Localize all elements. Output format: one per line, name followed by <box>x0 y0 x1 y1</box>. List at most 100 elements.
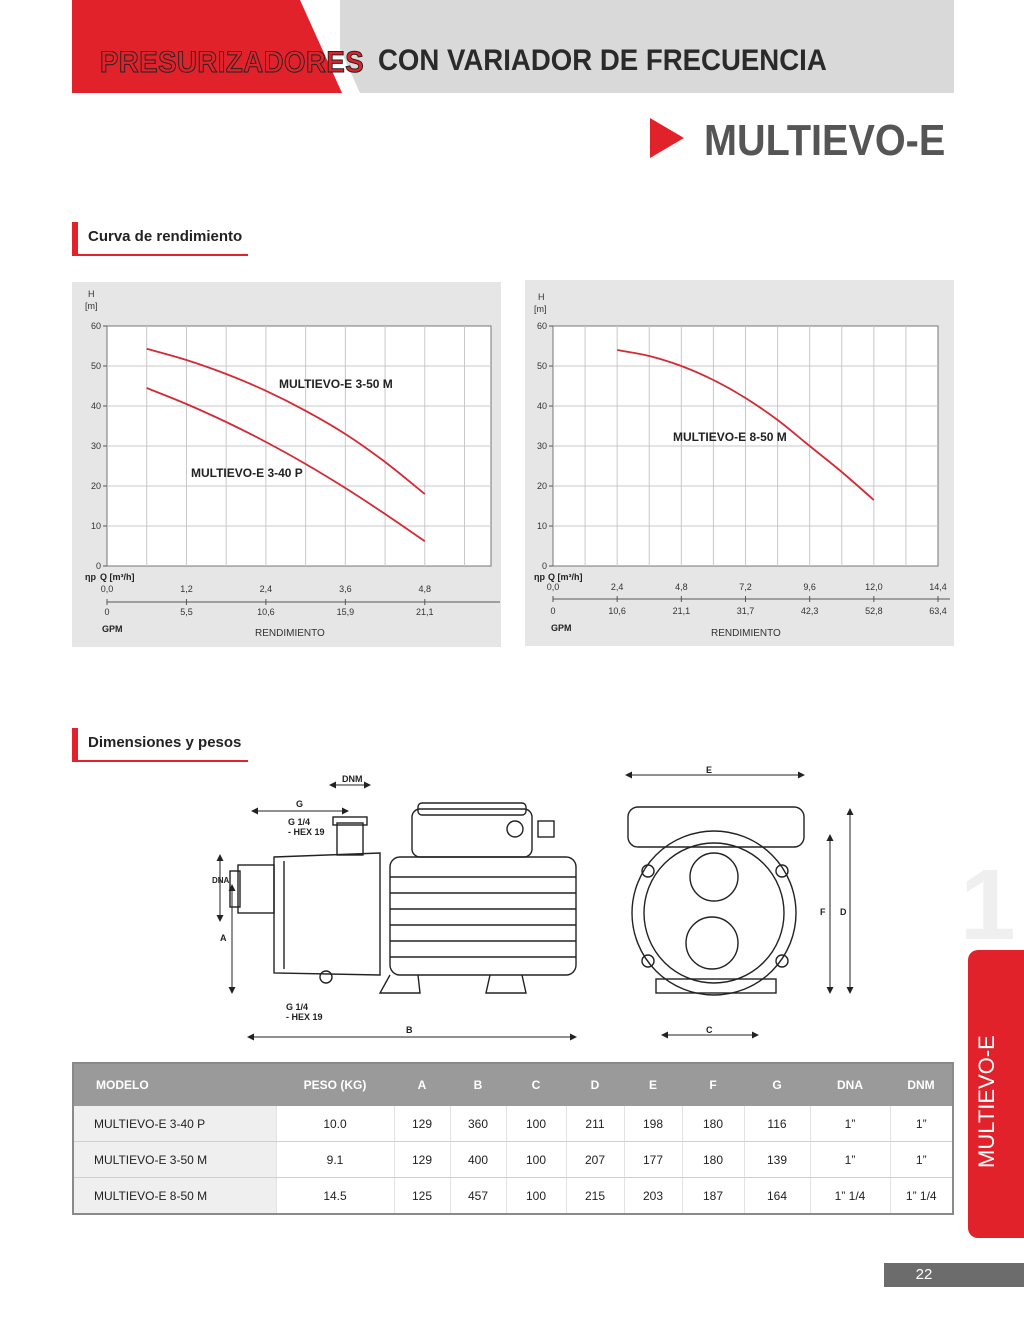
table-cell: 207 <box>565 1141 624 1178</box>
pump-side-view <box>229 802 577 994</box>
table-cell: 1” <box>889 1141 953 1178</box>
dim-g-label: G <box>296 799 303 809</box>
dim-f-label: F <box>820 907 826 917</box>
header-category-block <box>72 0 344 93</box>
table-cell: 129 <box>393 1141 450 1178</box>
chart-1-xtick-label: 3,6 <box>339 584 352 594</box>
table-cell: 116 <box>743 1106 810 1142</box>
chart-2-xtick-label: 9,6 <box>803 582 816 592</box>
chart-1-ytick-label: 50 <box>91 361 101 371</box>
table-cell: 1” 1/4 <box>809 1177 890 1215</box>
dim-c-label: C <box>706 1025 713 1035</box>
dim-e-label: E <box>706 765 712 775</box>
header-subtitle: CON VARIADOR DE FRECUENCIA <box>378 44 827 77</box>
chart-2-ytick-label: 20 <box>537 481 547 491</box>
dim-b-label: B <box>406 1025 413 1035</box>
chart-2-xtick-label: 14,4 <box>929 582 947 592</box>
chart-1-xlabel: Q [m³/h] <box>100 572 135 582</box>
chart-2-series-line-1 <box>617 349 875 501</box>
dimension-lines <box>216 771 854 1041</box>
dim-d-label: D <box>840 907 847 917</box>
dimensions-table: MODELO PESO (KG) A B C D E F G DNA DNM M… <box>72 1062 954 1215</box>
chart-2-ylabel-unit: [m] <box>534 304 547 314</box>
chart-2-ytick-label: 60 <box>537 321 547 331</box>
pump-front-view <box>627 806 805 996</box>
table-cell: 180 <box>681 1106 744 1142</box>
chart-2-xtick-label: 2,4 <box>611 582 624 592</box>
header-category: PRESURIZADORES <box>100 46 365 80</box>
table-cell: 100 <box>505 1177 566 1215</box>
chart-2-gpm-tick-label: 31,7 <box>737 606 755 616</box>
chart-1-gpm-tick-label: 5,5 <box>180 607 193 617</box>
page-number: 22 <box>915 1266 933 1283</box>
chart-2-gpm-label: GPM <box>551 623 572 633</box>
table-cell-model: MULTIEVO-E 8-50 M <box>73 1177 276 1215</box>
chart-1-ytick-label: 60 <box>91 321 101 331</box>
chart-2-ylabel-h: H <box>538 292 545 302</box>
table-cell: 211 <box>565 1106 624 1142</box>
table-cell: 100 <box>505 1141 566 1178</box>
table-cell: 164 <box>743 1177 810 1215</box>
table-cell: 400 <box>449 1141 506 1178</box>
chart-1-footer: RENDIMIENTO <box>255 628 325 639</box>
dim-g14-bot-1: G 1/4 <box>286 1002 308 1012</box>
chart-1-gpm-tick-label: 15,9 <box>337 607 355 617</box>
chart-1-x-prefix: ηp <box>85 572 96 582</box>
dim-a-label: A <box>220 933 227 943</box>
table-cell: 215 <box>565 1177 624 1215</box>
chart-2-footer: RENDIMIENTO <box>711 628 781 639</box>
dim-dna-label: DNA <box>212 876 230 885</box>
col-header: C <box>506 1063 566 1106</box>
play-arrow-icon <box>650 118 684 158</box>
dim-g14-top-2: - HEX 19 <box>288 827 325 837</box>
chart-1-ylabel-unit: [m] <box>85 301 98 311</box>
chart-2-ytick-label: 0 <box>542 561 547 571</box>
header-bar <box>340 0 954 93</box>
chart-2-gpm-tick-label: 10,6 <box>608 606 626 616</box>
col-header: B <box>450 1063 506 1106</box>
chart-2-gpm-tick-label: 63,4 <box>929 606 947 616</box>
col-header: F <box>682 1063 744 1106</box>
chart-1-xtick-label: 4,8 <box>419 584 432 594</box>
table-cell: 125 <box>393 1177 450 1215</box>
chart-2-gpm-tick-label: 0 <box>550 606 555 616</box>
chart-1-series-label-2: MULTIEVO-E 3-40 P <box>191 466 303 480</box>
table-cell: 1” <box>809 1106 890 1142</box>
section-curve-heading: Curva de rendimiento <box>72 222 248 256</box>
table-cell: 10.0 <box>275 1106 394 1142</box>
chart-1-gpm-label: GPM <box>102 624 123 634</box>
chart-1-xtick-label: 0,0 <box>101 584 114 594</box>
table-cell: 360 <box>449 1106 506 1142</box>
chart-1-series-line-2 <box>146 387 426 542</box>
product-title: MULTIEVO-E <box>704 116 946 165</box>
table-cell: 198 <box>623 1106 682 1142</box>
table-cell: 1” 1/4 <box>889 1177 953 1215</box>
table-cell: 129 <box>393 1106 450 1142</box>
chart-1-series-label-1: MULTIEVO-E 3-50 M <box>279 377 393 391</box>
table-cell: 100 <box>505 1106 566 1142</box>
chart-1-ytick-label: 20 <box>91 481 101 491</box>
dim-dnm-label: DNM <box>342 774 363 784</box>
chart-1-ylabel-h: H <box>88 289 95 299</box>
col-header: MODELO <box>73 1063 276 1106</box>
section-dims-heading: Dimensiones y pesos <box>72 728 248 762</box>
table-cell: 14.5 <box>275 1177 394 1215</box>
chart-2-ytick-label: 50 <box>537 361 547 371</box>
chart-1-gpm-tick-label: 21,1 <box>416 607 434 617</box>
chart-2-ytick-label: 30 <box>537 441 547 451</box>
chart-2-x-prefix: ηp <box>534 572 545 582</box>
chart-2-gpm-tick-label: 42,3 <box>801 606 819 616</box>
dim-g14-top-1: G 1/4 <box>288 817 310 827</box>
table-cell: 1” <box>809 1141 890 1178</box>
table-cell: 9.1 <box>275 1141 394 1178</box>
dim-g14-bot-2: - HEX 19 <box>286 1012 323 1022</box>
chart-1-ytick-label: 10 <box>91 521 101 531</box>
table-header-row: MODELO PESO (KG) A B C D E F G DNA DNM <box>73 1063 953 1106</box>
